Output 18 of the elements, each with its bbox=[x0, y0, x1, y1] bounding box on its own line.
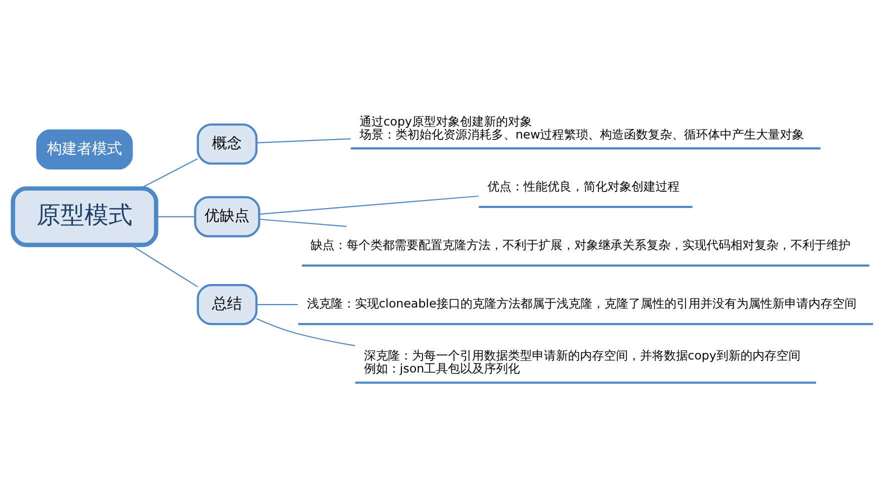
node-text: 深克隆：为每一个引用数据类型申请新的内存空间，并将数据copy到新的内存空间 例如：json工具包以及序列化 bbox=[364, 348, 800, 376]
node-box: 原型模式 bbox=[10, 186, 158, 247]
connector bbox=[130, 244, 198, 287]
connector bbox=[256, 138, 351, 143]
connector bbox=[140, 158, 198, 188]
node-text: 通过copy原型对象创建新的对象 场景：类初始化资源消耗多、new过程繁琐、构造函数复杂、循环体中产生大量对象 bbox=[359, 114, 804, 141]
node-box: 概念 bbox=[196, 122, 258, 164]
connector bbox=[259, 218, 347, 226]
node-text: 缺点：每个类都需要配置克隆方法，不利于扩展，对象继承关系复杂，实现代码相对复杂，不利于维护 bbox=[310, 238, 851, 252]
connector bbox=[259, 195, 479, 214]
connector bbox=[256, 318, 355, 346]
node-text: 优点：性能优良，简化对象创建过程 bbox=[487, 178, 680, 193]
connector bbox=[156, 216, 196, 217]
node-box: 总结 bbox=[196, 283, 258, 325]
connector bbox=[256, 304, 298, 305]
node-text: 浅克隆：实现cloneable接口的克隆方法都属于浅克隆，克隆了属性的引用并没有为属性新申请内存空间 bbox=[306, 296, 856, 310]
node-box: 优缺点 bbox=[194, 196, 260, 237]
node-box: 构建者模式 bbox=[36, 128, 133, 170]
